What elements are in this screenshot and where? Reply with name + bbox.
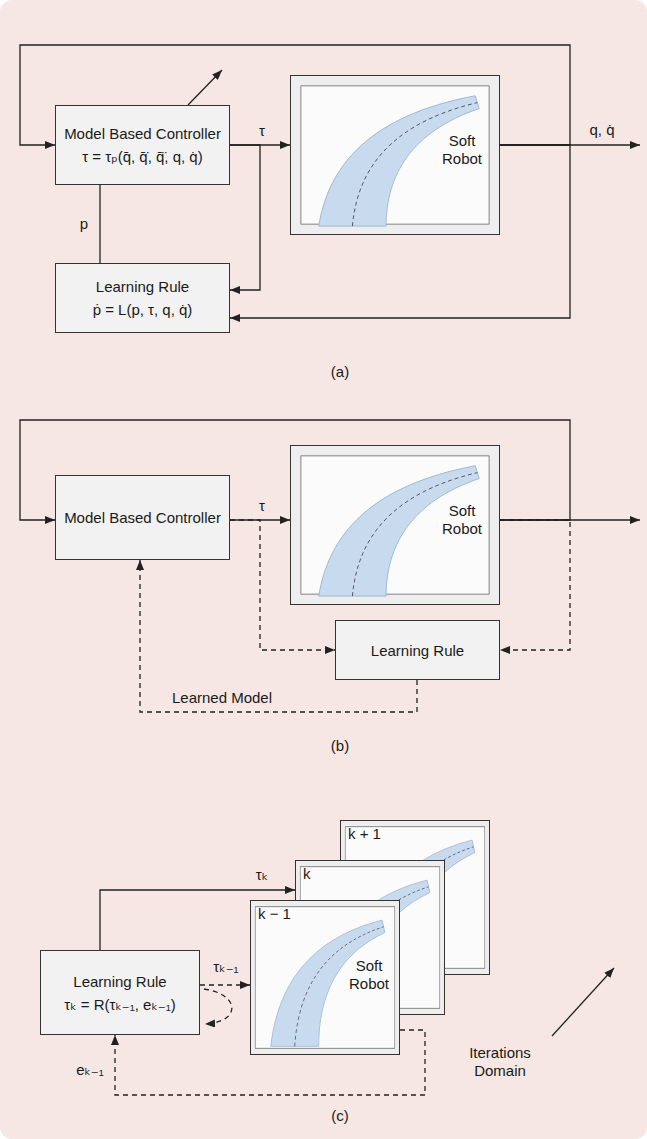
learning-rule-box: Learning Rule ṗ = L(p, τ, q, q̇) xyxy=(55,263,230,333)
panel-label: (a) xyxy=(329,363,351,381)
box-title: Soft Robot xyxy=(343,957,395,993)
inner-frame xyxy=(255,907,395,1049)
signal-label: τ xyxy=(257,122,267,140)
adaptation-arrow xyxy=(188,70,222,105)
dashed-connector xyxy=(500,520,570,650)
signal-label: Learned Model xyxy=(170,689,274,707)
panel-label: (c) xyxy=(329,1107,351,1125)
controller-box: Model Based Controller xyxy=(55,475,230,560)
formula: τₖ = R(τₖ₋₁, eₖ₋₁) xyxy=(64,995,176,1014)
formula: τ = τₚ(q̄, q̄̇, q̄̈, q, q̇) xyxy=(82,147,202,166)
signal-connector xyxy=(230,145,260,290)
learning-rule-box: Learning Rule τₖ = R(τₖ₋₁, eₖ₋₁) xyxy=(40,950,200,1035)
memory-loop xyxy=(204,989,232,1024)
box-title: Learning Rule xyxy=(371,641,464,660)
signal-label: τₖ xyxy=(254,866,270,884)
signal-connector xyxy=(99,185,100,263)
iteration-label: k xyxy=(303,865,311,883)
box-title: Learning Rule xyxy=(96,277,189,296)
iteration-label: k + 1 xyxy=(348,825,381,843)
signal-label: p xyxy=(78,215,90,233)
axis-label: Iterations Domain xyxy=(456,1044,544,1080)
iteration-label: k − 1 xyxy=(258,905,291,923)
signal-label: τ xyxy=(257,497,267,515)
soft-robot-box: Soft Robot xyxy=(290,75,500,235)
signal-label: τₖ₋₁ xyxy=(211,958,240,976)
box-title: Soft Robot xyxy=(433,132,491,168)
box-title: Soft Robot xyxy=(433,502,491,538)
box-title: Model Based Controller xyxy=(64,124,221,143)
formula: ṗ = L(p, τ, q, q̇) xyxy=(93,300,193,319)
soft-robot-box: Soft Robot xyxy=(290,445,500,605)
iteration-axis-arrow xyxy=(552,968,614,1036)
controller-box: Model Based Controller τ = τₚ(q̄, q̄̇, q̄… xyxy=(55,105,230,185)
dashed-connector xyxy=(200,984,250,985)
signal-label: q, q̇ xyxy=(587,121,616,139)
iteration-frame: k − 1 Soft Robot xyxy=(250,900,400,1055)
box-title: Learning Rule xyxy=(73,972,166,991)
box-title: Model Based Controller xyxy=(64,508,221,527)
learning-rule-box: Learning Rule xyxy=(335,620,500,680)
panel-label: (b) xyxy=(329,737,351,755)
signal-label: eₖ₋₁ xyxy=(74,1061,106,1079)
